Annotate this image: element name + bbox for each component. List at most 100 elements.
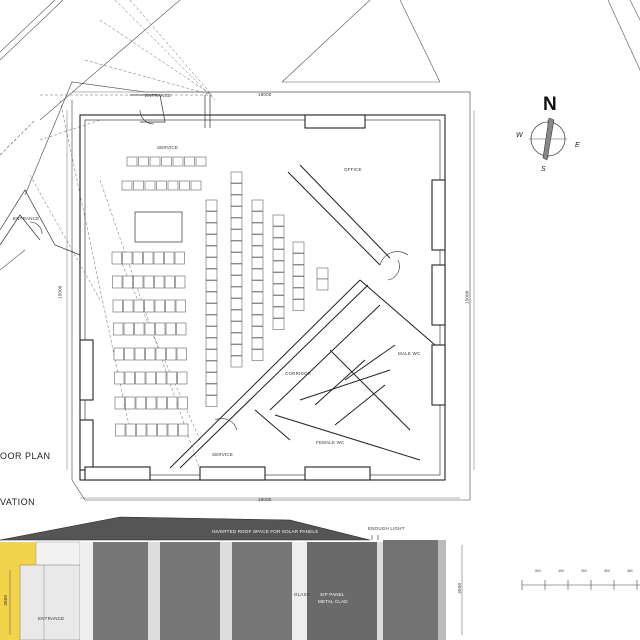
room-label-entrance-left: ENTRANCE xyxy=(13,216,40,221)
seat xyxy=(195,156,207,167)
seat xyxy=(251,349,264,361)
scale-label-4: 4M xyxy=(627,568,633,573)
seat xyxy=(205,337,218,350)
seat xyxy=(157,423,168,437)
seat xyxy=(292,264,305,277)
panel-note-2: METAL CLAD xyxy=(318,599,348,604)
seat xyxy=(272,226,285,238)
seat xyxy=(175,299,186,313)
elevation-right-dim: 4500 xyxy=(457,582,463,594)
panel-note-1: SIP PANEL xyxy=(320,592,345,597)
room-label-service-top: SERVICE xyxy=(157,145,179,150)
seat xyxy=(145,347,156,361)
seat xyxy=(205,268,218,281)
room-label-office: OFFICE xyxy=(344,167,362,172)
seat xyxy=(136,423,147,437)
seat xyxy=(272,272,285,284)
seat xyxy=(156,180,167,191)
seat xyxy=(205,395,218,407)
seat xyxy=(165,322,176,336)
seat xyxy=(175,275,186,289)
seat xyxy=(230,252,243,264)
seat xyxy=(272,260,285,273)
seat xyxy=(126,156,138,167)
elevation-entrance-label: ENTRANCE xyxy=(38,616,65,621)
seat xyxy=(112,275,123,289)
seat xyxy=(115,423,126,437)
compass-east-label: E xyxy=(575,142,580,149)
seat xyxy=(154,275,165,289)
seat xyxy=(167,180,179,191)
dimension-left: 15000 xyxy=(57,285,63,300)
seat xyxy=(166,371,177,385)
seat xyxy=(205,314,218,327)
seat xyxy=(166,347,177,361)
seat xyxy=(144,322,155,336)
seat xyxy=(230,229,243,241)
seat xyxy=(124,347,135,361)
seat xyxy=(272,237,285,250)
seat xyxy=(205,257,218,269)
seat xyxy=(251,222,264,235)
seat xyxy=(167,423,178,437)
compass-north-label: N xyxy=(543,94,557,115)
seat xyxy=(149,156,161,167)
seat xyxy=(230,183,243,195)
seat xyxy=(113,322,124,336)
entrance-canopy xyxy=(0,189,81,256)
seat xyxy=(190,180,202,191)
seat xyxy=(135,371,146,385)
seat xyxy=(144,180,156,191)
seat xyxy=(145,371,156,385)
seating-layout xyxy=(111,156,329,437)
dimension-bottom: 18000 xyxy=(258,497,272,502)
seat xyxy=(133,180,144,191)
room-label-corridor: CORRIDOR xyxy=(285,371,312,376)
seat xyxy=(230,344,243,356)
elevation-drawing xyxy=(0,516,463,640)
door-swings xyxy=(29,109,409,431)
seat xyxy=(133,275,144,289)
scale-label-1: 1M xyxy=(558,568,564,573)
glass-note: GLASS xyxy=(294,592,311,597)
building-walls xyxy=(79,114,446,481)
top-entrance xyxy=(130,94,211,128)
seat xyxy=(230,194,243,207)
seat xyxy=(121,180,133,191)
seat xyxy=(176,322,187,336)
dimension-right: 15000 xyxy=(464,290,470,305)
seat xyxy=(155,347,166,361)
seat xyxy=(272,283,285,296)
seat xyxy=(134,347,145,361)
elevation-title: VATION xyxy=(0,497,36,507)
seat xyxy=(114,371,125,385)
seat xyxy=(153,251,164,265)
seat xyxy=(292,241,305,254)
seat xyxy=(184,156,195,167)
elevation-height-dim: 3000 xyxy=(3,594,9,606)
seat xyxy=(176,347,187,361)
seat xyxy=(155,322,166,336)
dimension-frame xyxy=(24,81,475,501)
room-label-entrance-top: ENTRANCE xyxy=(145,93,172,98)
seat xyxy=(125,423,136,437)
scale-label-0: 0M xyxy=(535,568,541,573)
seat xyxy=(251,303,264,315)
seat xyxy=(124,371,135,385)
seat xyxy=(113,347,124,361)
seat xyxy=(230,321,243,333)
seat xyxy=(272,214,285,227)
seat xyxy=(123,299,134,313)
seat xyxy=(251,314,264,327)
seat xyxy=(230,263,243,276)
seat xyxy=(112,299,123,313)
seat xyxy=(174,251,185,265)
seat xyxy=(146,423,157,437)
seat xyxy=(205,326,218,338)
seat xyxy=(205,245,218,258)
seat xyxy=(230,171,243,184)
seat xyxy=(230,332,243,345)
seat xyxy=(205,199,218,212)
seat xyxy=(251,257,264,269)
seat xyxy=(133,299,144,313)
